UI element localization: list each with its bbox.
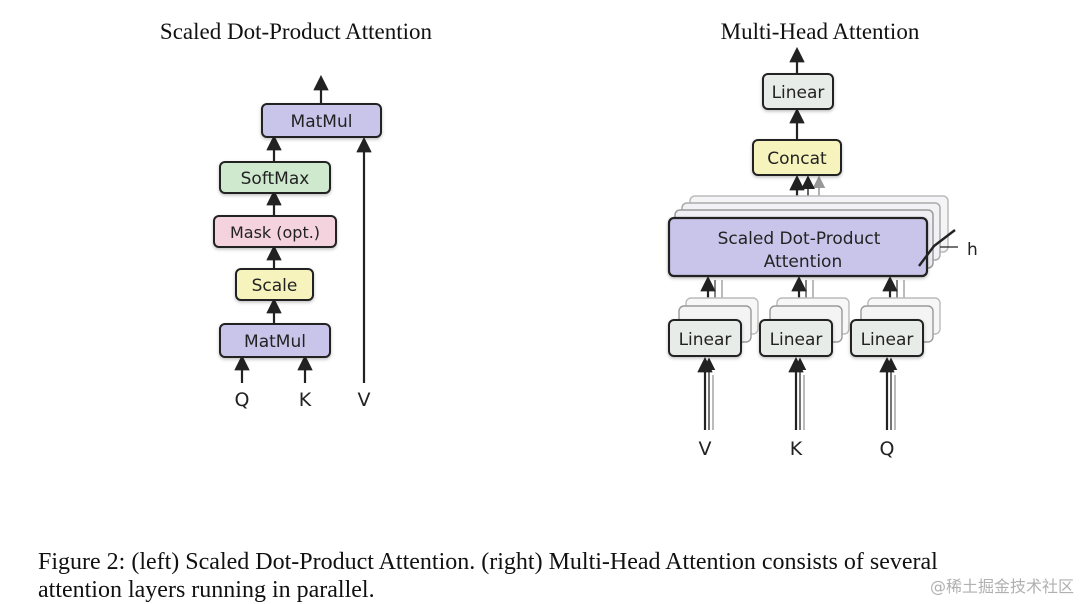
scaled-dot-product-diagram: Scaled Dot-Product Attention MatMul Soft… bbox=[160, 19, 433, 411]
caption-line-2: attention layers running in parallel. bbox=[38, 577, 375, 603]
input-k-label: K bbox=[299, 389, 312, 411]
softmax-label: SoftMax bbox=[241, 169, 310, 189]
linear-top-box: Linear bbox=[762, 73, 834, 110]
caption-line-1: Figure 2: (left) Scaled Dot-Product Atte… bbox=[38, 549, 938, 575]
watermark: @稀土掘金技术社区 bbox=[929, 577, 1074, 596]
matmul-top-label: MatMul bbox=[291, 112, 353, 132]
linear-group-q: Linear bbox=[850, 275, 941, 357]
linear-top-label: Linear bbox=[772, 83, 825, 103]
heads-bracket bbox=[918, 229, 956, 267]
multi-head-attention-diagram: Multi-Head Attention Linear Concat Scale… bbox=[667, 19, 978, 460]
sdpa-box: Scaled Dot-Product Attention bbox=[667, 216, 929, 278]
linear-q-label: Linear bbox=[861, 330, 914, 350]
matmul-bottom-label: MatMul bbox=[244, 332, 306, 352]
softmax-box: SoftMax bbox=[219, 161, 331, 194]
right-input-q-label: Q bbox=[880, 438, 895, 460]
concat-label: Concat bbox=[767, 149, 827, 169]
right-input-k-label: K bbox=[790, 438, 803, 460]
linear-group-k: Linear bbox=[759, 275, 850, 357]
linear-v-label: Linear bbox=[679, 330, 732, 350]
scale-box: Scale bbox=[235, 268, 314, 301]
h-label: h bbox=[967, 240, 978, 260]
linear-k-label: Linear bbox=[770, 330, 823, 350]
input-v-label: V bbox=[358, 389, 371, 411]
linear-q-box bbox=[850, 319, 924, 357]
concat-box: Concat bbox=[752, 139, 842, 176]
figure-caption: Figure 2: (left) Scaled Dot-Product Atte… bbox=[38, 548, 1078, 604]
matmul-top-box: MatMul bbox=[261, 103, 382, 138]
linear-v-box bbox=[668, 319, 742, 357]
left-title: Scaled Dot-Product Attention bbox=[160, 19, 433, 44]
mask-label: Mask (opt.) bbox=[230, 223, 320, 242]
linear-k-box bbox=[759, 319, 833, 357]
sdpa-label-line1: Scaled Dot-Product bbox=[718, 229, 881, 249]
linear-group-v: Linear bbox=[668, 275, 759, 357]
input-q-label: Q bbox=[235, 389, 250, 411]
right-title: Multi-Head Attention bbox=[721, 19, 920, 44]
scale-label: Scale bbox=[252, 276, 298, 296]
matmul-bottom-box: MatMul bbox=[219, 323, 331, 358]
sdpa-label-line2: Attention bbox=[764, 252, 842, 272]
mask-box: Mask (opt.) bbox=[213, 215, 337, 248]
right-input-v-label: V bbox=[699, 438, 712, 460]
